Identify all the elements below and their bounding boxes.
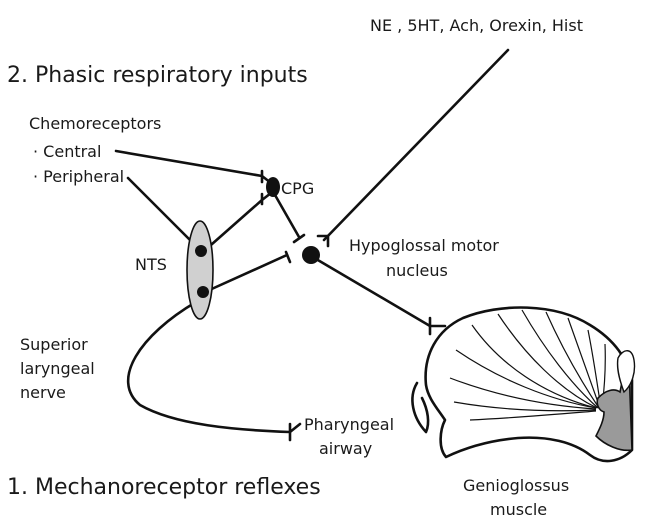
modulators-label: NE , 5HT, Ach, Orexin, Hist <box>370 16 583 35</box>
mechanoreceptor-heading: 1. Mechanoreceptor reflexes <box>7 475 321 500</box>
hypoglossal-synapse-nts <box>286 252 290 262</box>
muscle-fibers <box>450 310 605 420</box>
nts-label: NTS <box>135 255 167 274</box>
nts-neuron-upper <box>195 245 207 257</box>
genioglossus-label-line1: Genioglossus <box>463 476 569 495</box>
peripheral-chemoreceptor-pathway <box>128 178 195 245</box>
pharyngeal-label-line1: Pharyngeal <box>304 415 394 434</box>
sln-label-line3: nerve <box>20 383 66 402</box>
sln-label-line1: Superior <box>20 335 88 354</box>
phasic-inputs-heading: 2. Phasic respiratory inputs <box>7 63 308 88</box>
chemoreceptors-label: Chemoreceptors <box>29 114 161 133</box>
nts-to-hypoglossal-pathway <box>205 255 287 292</box>
nts-nucleus <box>187 221 213 319</box>
central-label: · Central <box>33 142 101 161</box>
pharyngeal-label-line2: airway <box>319 439 372 458</box>
cpg-label: CPG <box>281 179 314 198</box>
hypoglossal-neuron <box>302 246 320 264</box>
superior-laryngeal-nerve <box>128 302 290 432</box>
cpg-neuron <box>266 177 280 197</box>
central-chemoreceptor-pathway <box>116 151 262 176</box>
sln-label-line2: laryngeal <box>20 359 95 378</box>
jaw-fold <box>412 383 428 432</box>
nts-neuron-lower <box>197 286 209 298</box>
genioglossus-illustration <box>412 308 634 462</box>
pharyngeal-synapse <box>290 424 300 440</box>
peripheral-label: · Peripheral <box>33 167 124 186</box>
hypoglossal-label-line1: Hypoglossal motor <box>349 236 499 255</box>
hypoglossal-label-line2: nucleus <box>386 261 448 280</box>
genioglossus-label-line2: muscle <box>490 500 547 519</box>
modulator-pathway <box>324 50 508 240</box>
